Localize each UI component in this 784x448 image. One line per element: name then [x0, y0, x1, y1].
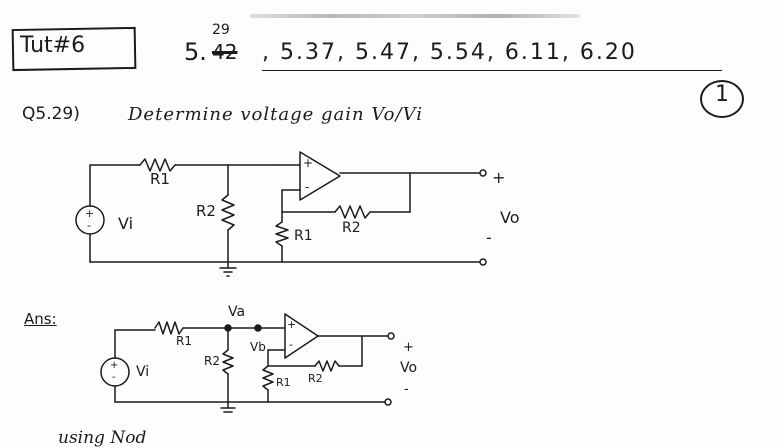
resistor-r2-1 — [221, 194, 235, 231]
problem-list: , 5.37, 5.47, 5.54, 6.11, 6.20 — [262, 40, 637, 65]
c2-label-vb: Vb — [250, 340, 266, 354]
question-number: Q5.29) — [22, 104, 80, 124]
resistor-r1g-2 — [262, 365, 274, 391]
opamp-1 — [299, 151, 341, 201]
problem-underline — [262, 70, 722, 71]
page-number-circle — [700, 80, 744, 118]
c1-plus-terminal: + — [492, 168, 506, 187]
output-terminal-1 — [479, 169, 487, 177]
c2-plus-terminal: + — [403, 340, 414, 355]
tut-label: Tut#6 — [20, 33, 86, 58]
resistor-r1g-1 — [275, 221, 289, 247]
scan-edge — [250, 14, 580, 18]
problem-superscript: 29 — [212, 22, 230, 38]
c2-label-r1-ground: R1 — [276, 376, 291, 389]
c2-source-minus: - — [112, 372, 116, 383]
c2-source-plus: + — [110, 360, 119, 371]
ground-terminal-1 — [479, 258, 487, 266]
resistor-r2fb-1 — [334, 205, 371, 219]
resistor-r1-2 — [154, 321, 184, 335]
c2-label-vo: Vo — [400, 360, 418, 376]
c2-label-vi: Vi — [136, 364, 150, 380]
problem-struck: 42 — [212, 40, 238, 64]
c1-opamp-minus: - — [305, 180, 310, 194]
c2-opamp-minus: - — [289, 338, 293, 351]
circuit-2 — [100, 313, 395, 413]
ground-terminal-2 — [384, 398, 392, 406]
c1-source-plus: + — [85, 207, 95, 220]
page-number: 1 — [715, 82, 729, 107]
c2-label-r2: R2 — [204, 354, 220, 368]
output-terminal-2 — [387, 332, 395, 340]
resistor-r2-2 — [222, 349, 234, 375]
c1-label-vi: Vi — [118, 214, 134, 233]
problem-prefix: 5. — [184, 38, 207, 66]
c1-label-r2-feedback: R2 — [342, 220, 361, 236]
c1-label-r1-ground: R1 — [294, 228, 313, 244]
c2-label-r2-feedback: R2 — [308, 372, 323, 385]
c1-opamp-plus: + — [303, 156, 314, 170]
c2-opamp-plus: + — [287, 318, 297, 331]
resistor-r1-1 — [139, 158, 176, 172]
c1-minus-terminal: - — [486, 228, 492, 247]
footer-partial-text: using Nod — [58, 428, 147, 448]
opamp-2 — [284, 313, 319, 359]
c2-minus-terminal: - — [404, 382, 409, 397]
c1-source-minus: - — [87, 219, 91, 232]
answer-label: Ans: — [24, 310, 57, 328]
c2-label-va: Va — [228, 304, 246, 320]
c1-label-r1: R1 — [150, 170, 170, 188]
c1-label-vo: Vo — [500, 208, 520, 227]
c1-label-r2: R2 — [196, 202, 216, 220]
resistor-r2fb-2 — [314, 360, 340, 372]
c2-label-r1: R1 — [176, 334, 192, 348]
circuit-1 — [75, 151, 487, 277]
question-text: Determine voltage gain Vo/Vi — [128, 104, 424, 125]
